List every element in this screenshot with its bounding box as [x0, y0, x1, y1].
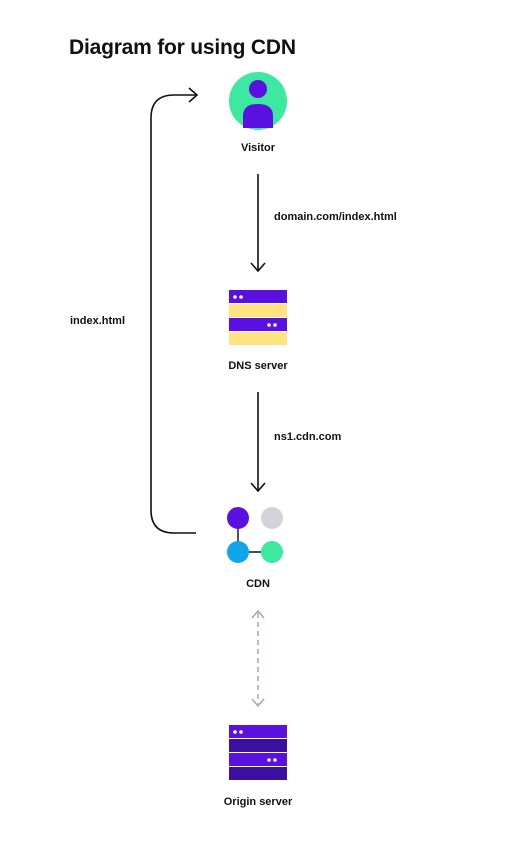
edge-label-cdn-to-visitor: index.html: [70, 315, 126, 327]
dns-server-label: DNS server: [228, 360, 288, 372]
cdn-label: CDN: [246, 578, 270, 590]
origin-server-icon: [229, 725, 287, 780]
diagram-title: Diagram for using CDN: [69, 36, 296, 59]
arrow-dns-to-cdn: [250, 392, 266, 493]
visitor-label: Visitor: [240, 142, 276, 154]
cdn-icon: [227, 507, 283, 563]
dns-server-icon: [229, 290, 287, 345]
arrow-visitor-to-dns: [250, 174, 266, 273]
edge-label-visitor-to-dns: domain.com/index.html: [274, 211, 397, 223]
visitor-icon: [229, 72, 287, 130]
origin-server-label: Origin server: [223, 796, 293, 808]
arrow-cdn-origin-dashed: [251, 609, 265, 708]
edge-label-dns-to-cdn: ns1.cdn.com: [274, 431, 342, 443]
arrow-cdn-to-visitor: [150, 87, 199, 534]
